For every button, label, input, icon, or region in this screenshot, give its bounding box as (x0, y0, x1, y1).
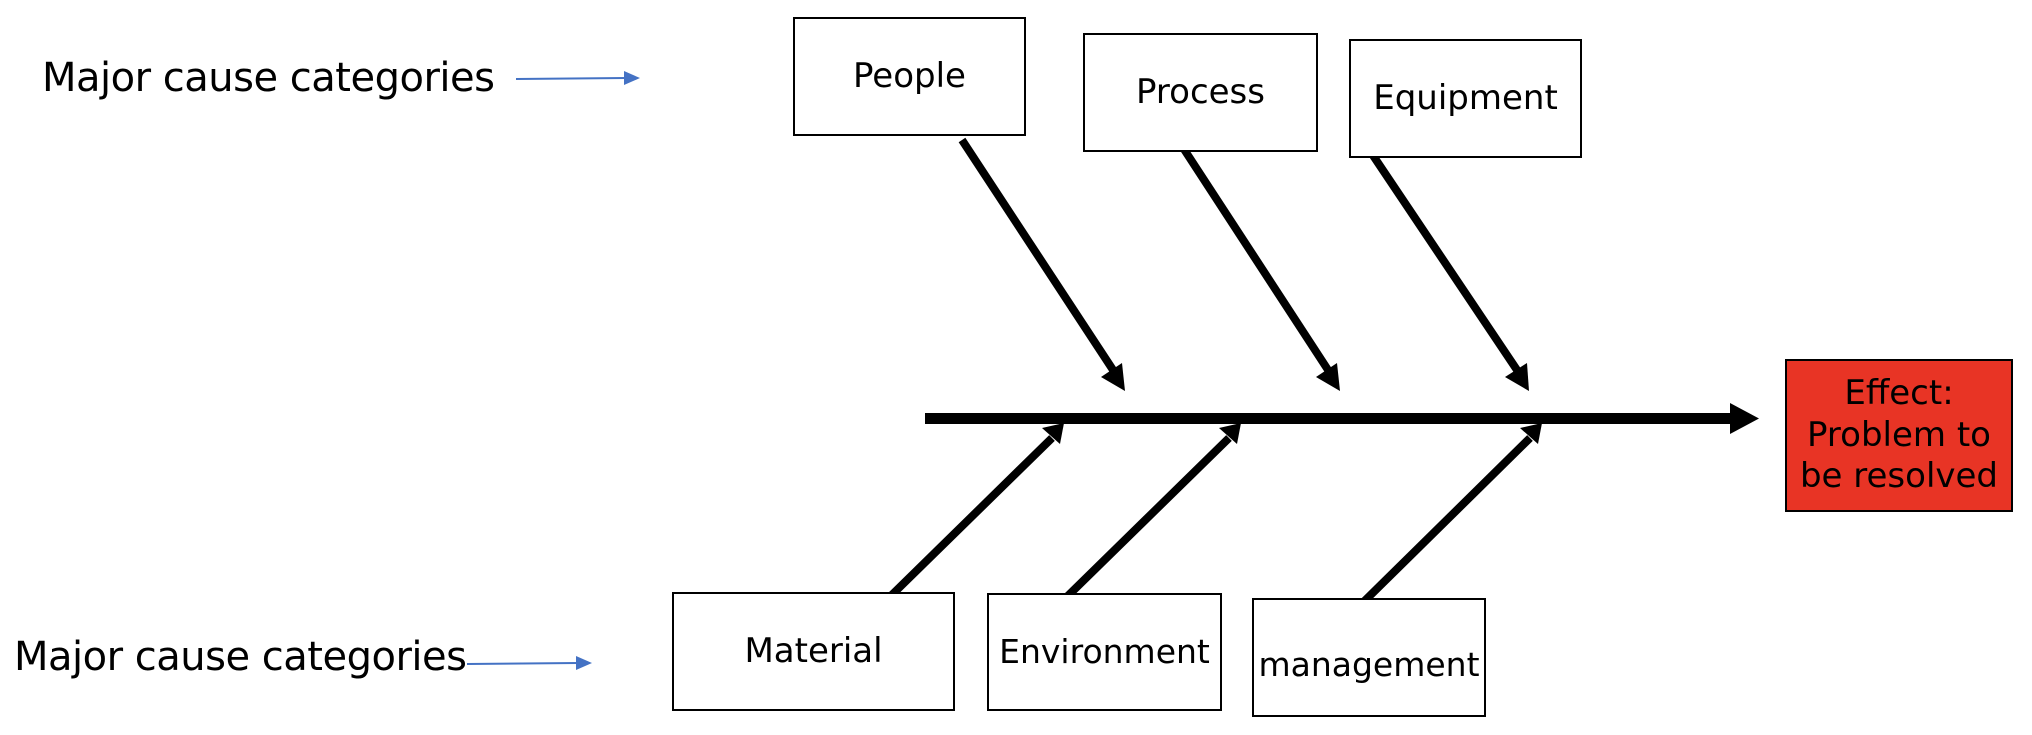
category-box-process: Process (1083, 33, 1318, 152)
bone-people (958, 137, 1125, 391)
effect-line-1: Effect: (1844, 373, 1954, 414)
bottom-side-label: Major cause categories (14, 634, 467, 680)
category-label: Process (1136, 72, 1265, 113)
category-box-equipment: Equipment (1349, 39, 1582, 158)
category-box-environment: Environment (987, 593, 1222, 711)
category-label: People (853, 56, 966, 97)
effect-line-2: Problem to (1807, 414, 1991, 455)
category-label: Material (744, 631, 883, 672)
category-box-material: Material (672, 592, 955, 711)
category-label: Environment (999, 632, 1210, 672)
category-label: Equipment (1373, 78, 1558, 119)
bone-equipment (1360, 139, 1529, 391)
effect-box: Effect: Problem to be resolved (1785, 359, 2013, 512)
category-box-management: management (1252, 598, 1486, 717)
bone-process (1174, 137, 1340, 391)
top-pointer-arrow (515, 71, 640, 85)
spine-arrow (925, 403, 1759, 434)
category-label: management (1258, 644, 1480, 684)
top-side-label: Major cause categories (42, 55, 495, 101)
effect-line-3: be resolved (1799, 456, 1999, 497)
bottom-pointer-arrow (466, 656, 592, 670)
category-box-people: People (793, 17, 1026, 136)
